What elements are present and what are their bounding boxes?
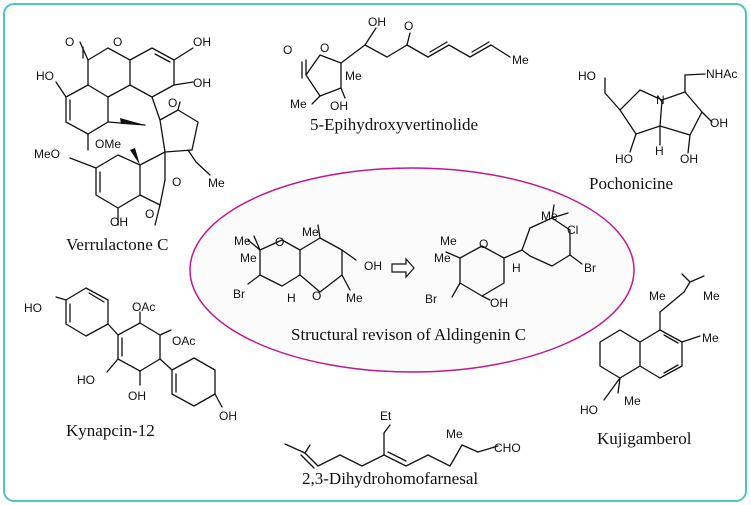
center-caption: Structural revison of Aldingenin C <box>291 325 526 344</box>
pc-label-6: HO <box>615 152 633 166</box>
ao-label-2: Me <box>240 251 257 265</box>
ao-label-4: Me <box>302 225 319 239</box>
ky-label-5: OH <box>128 389 146 403</box>
ao-label-7: H <box>287 291 296 305</box>
ev-label-1: O <box>283 43 292 57</box>
ar-label-6: H <box>512 261 521 275</box>
ky-label-4: HO <box>77 373 95 387</box>
aldingenin-original-structure <box>247 224 357 293</box>
ev-label-2: O <box>320 41 329 55</box>
pc-label-4: OH <box>710 116 728 130</box>
df-label-2: Me <box>446 427 463 441</box>
vc-label-5: OH <box>193 76 211 90</box>
verrulactone-c-structure <box>55 41 211 226</box>
df-label-1: Et <box>380 409 392 423</box>
kj-label-2: Me <box>703 289 720 303</box>
dihydrohomofarnesal-atom-labels: Et Me CHO <box>380 409 521 455</box>
pc-label-5: OH <box>680 152 698 166</box>
vc-label-3: OH <box>193 35 211 49</box>
ao-label-6: Br <box>233 287 245 301</box>
kj-label-5: Me <box>624 394 641 408</box>
kujigamberol-atom-labels: Me Me Me HO Me <box>580 289 720 417</box>
kynapcin-12-atom-labels: HO OAc OAc HO OH OH <box>24 300 237 423</box>
ar-label-4: Me <box>434 251 451 265</box>
kynapcin-12-structure <box>55 287 223 408</box>
ev-label-4: O <box>404 19 413 33</box>
dihydrohomofarnesal-structure <box>284 424 499 469</box>
ao-label-1: Me <box>234 234 251 248</box>
revision-arrow <box>391 257 415 279</box>
kj-label-1: Me <box>649 289 666 303</box>
vc-label-10: Me <box>208 176 225 190</box>
verrulactone-c-name: Verrulactone C <box>66 235 168 254</box>
kj-label-3: Me <box>702 331 719 345</box>
vc-label-12: O <box>145 207 154 221</box>
ev-label-6: Me <box>290 97 307 111</box>
df-label-3: CHO <box>494 441 521 455</box>
ar-label-2: Cl <box>567 223 578 237</box>
vc-label-8: MeO <box>34 147 60 161</box>
ar-label-8: Br <box>425 292 437 306</box>
epihydroxyvertinolide-name: 5-Epihydroxyvertinolide <box>310 115 478 134</box>
ar-label-1: Me <box>541 209 558 223</box>
aldingenin-original-atom-labels: Me Me O Me OH Br H O Me <box>233 225 382 305</box>
pochonicine-atom-labels: HO N NHAc OH OH HO H <box>578 67 737 166</box>
epihydroxyvertinolide-atom-labels: O O OH O Me Me OH Me <box>283 15 529 113</box>
kujigamberol-structure <box>599 273 705 401</box>
pc-label-7: H <box>655 144 664 158</box>
ev-label-7: OH <box>330 99 348 113</box>
vc-label-2: O <box>113 35 122 49</box>
ar-label-3: Me <box>440 234 457 248</box>
ao-label-5: OH <box>364 259 382 273</box>
pc-label-3: NHAc <box>706 67 737 81</box>
vc-label-4: HO <box>36 69 54 83</box>
ky-label-2: OAc <box>132 300 155 314</box>
ky-label-6: OH <box>219 409 237 423</box>
ar-label-9: OH <box>490 296 508 310</box>
ev-label-3: OH <box>368 15 386 29</box>
verrulactone-c-atom-labels: O O OH HO OH O OMe MeO O Me OH O <box>34 35 225 229</box>
vc-label-6: O <box>168 96 177 110</box>
kynapcin-12-name: Kynapcin-12 <box>66 421 155 440</box>
ev-label-5: Me <box>345 69 362 83</box>
vc-label-9: O <box>172 175 181 189</box>
ar-label-5: O <box>479 237 488 251</box>
epihydroxyvertinolide-structure <box>301 27 511 105</box>
ar-label-7: Br <box>584 261 596 275</box>
vc-label-7: OMe <box>95 137 121 151</box>
aldingenin-revised-atom-labels: Me Cl Me Me O H Br Br OH <box>425 209 596 310</box>
ao-label-8: O <box>312 289 321 303</box>
kj-label-4: HO <box>580 403 598 417</box>
vc-label-1: O <box>65 35 74 49</box>
aldingenin-revised-structure <box>445 204 583 301</box>
pochonicine-structure <box>604 73 713 154</box>
ao-label-9: Me <box>346 291 363 305</box>
ky-label-1: HO <box>24 301 42 315</box>
ky-label-3: OAc <box>172 334 195 348</box>
pc-label-2: N <box>656 93 665 107</box>
pochonicine-name: Pochonicine <box>589 174 673 193</box>
dihydrohomofarnesal-name: 2,3-Dihydrohomofarnesal <box>302 469 478 488</box>
kujigamberol-name: Kujigamberol <box>597 429 692 448</box>
pc-label-1: HO <box>578 69 596 83</box>
ev-label-8: Me <box>512 53 529 67</box>
ao-label-3: O <box>275 235 284 249</box>
vc-label-11: OH <box>110 215 128 229</box>
